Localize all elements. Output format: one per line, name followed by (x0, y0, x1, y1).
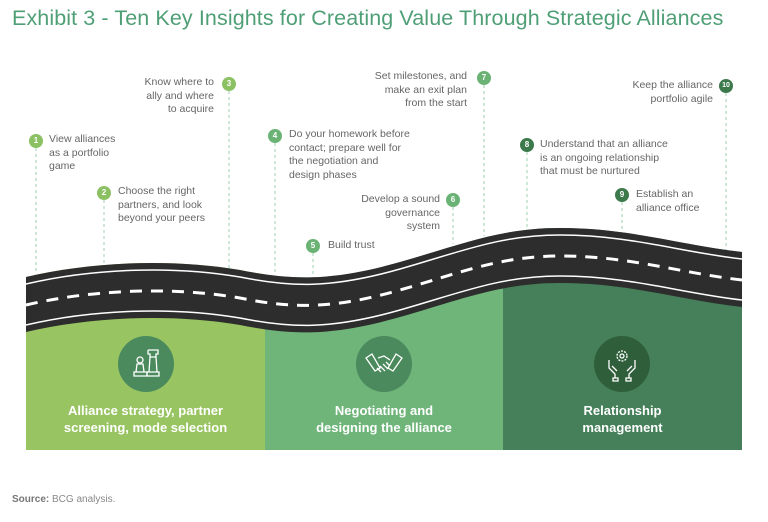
insight-text-5: Build trust (328, 239, 375, 253)
insight-line: Know where to (144, 76, 214, 88)
leader-lines (35, 85, 727, 278)
insight-line: as a portfolio (49, 146, 110, 159)
stage-label-line: Alliance strategy, partner (67, 403, 224, 418)
insight-marker-3: 3 (222, 77, 236, 91)
sky-mask (20, 200, 748, 278)
insight-line: Do your homework before (289, 128, 410, 140)
road (26, 228, 742, 333)
insight-line: governance (385, 206, 440, 219)
insight-line: alliance office (636, 201, 700, 214)
insight-line: partners, and look (118, 198, 203, 211)
insight-marker-10: 10 (719, 79, 733, 93)
insight-line: Develop a sound (361, 193, 440, 205)
insight-line: to acquire (167, 103, 214, 115)
road-edge-top (25, 234, 743, 286)
insight-line: Build trust (328, 239, 375, 251)
hands-gear-icon (594, 336, 650, 392)
insight-line: design phases (289, 168, 357, 181)
insight-line: game (49, 160, 76, 172)
stage-label-1: Alliance strategy, partner screening, mod… (26, 402, 265, 436)
stage-label-line: management (582, 420, 663, 435)
page-title: Exhibit 3 - Ten Key Insights for Creatin… (12, 6, 724, 30)
stage-label-2: Negotiating and designing the alliance (265, 402, 503, 436)
insight-line: Choose the right (118, 185, 196, 197)
insight-line: Understand that an alliance (540, 138, 668, 150)
stage-label-3: Relationship management (503, 402, 742, 436)
insight-line: Set milestones, and (374, 70, 467, 82)
source-note: Source: BCG analysis. (12, 494, 115, 505)
chess-pieces-icon (118, 336, 174, 392)
handshake-icon (356, 336, 412, 392)
insight-line: Keep the alliance (632, 79, 713, 91)
insight-marker-9: 9 (615, 188, 629, 202)
insight-marker-8: 8 (520, 138, 534, 152)
insight-marker-1: 1 (29, 134, 43, 148)
insight-marker-6: 6 (446, 193, 460, 207)
insight-line: beyond your peers (118, 212, 205, 224)
insight-line: system (406, 220, 440, 232)
insight-line: portfolio agile (650, 92, 713, 105)
insight-marker-7: 7 (477, 71, 491, 85)
insight-line: Establish an (636, 188, 694, 200)
insight-line: ally and where (146, 89, 214, 102)
road-edge-bottom (25, 275, 743, 327)
insight-line: contact; prepare well for (289, 141, 402, 154)
road-center-dashes (25, 254, 743, 307)
insight-line: that must be nurtured (540, 165, 640, 177)
stage-label-line: Negotiating and (334, 403, 434, 418)
stage-label-line: screening, mode selection (63, 420, 228, 435)
insight-line: from the start (405, 97, 467, 109)
insight-line: View alliances (49, 133, 116, 145)
insight-line: is an ongoing relationship (540, 151, 660, 164)
insight-marker-5: 5 (306, 239, 320, 253)
insight-marker-2: 2 (97, 186, 111, 200)
stage-label-line: designing the alliance (316, 420, 452, 435)
stage-label-line: Relationship (583, 403, 662, 418)
source-text: BCG analysis. (49, 494, 116, 505)
insight-line: make an exit plan (384, 83, 467, 96)
source-label: Source: (12, 494, 50, 505)
insight-line: the negotiation and (289, 155, 379, 167)
insight-marker-4: 4 (268, 129, 282, 143)
